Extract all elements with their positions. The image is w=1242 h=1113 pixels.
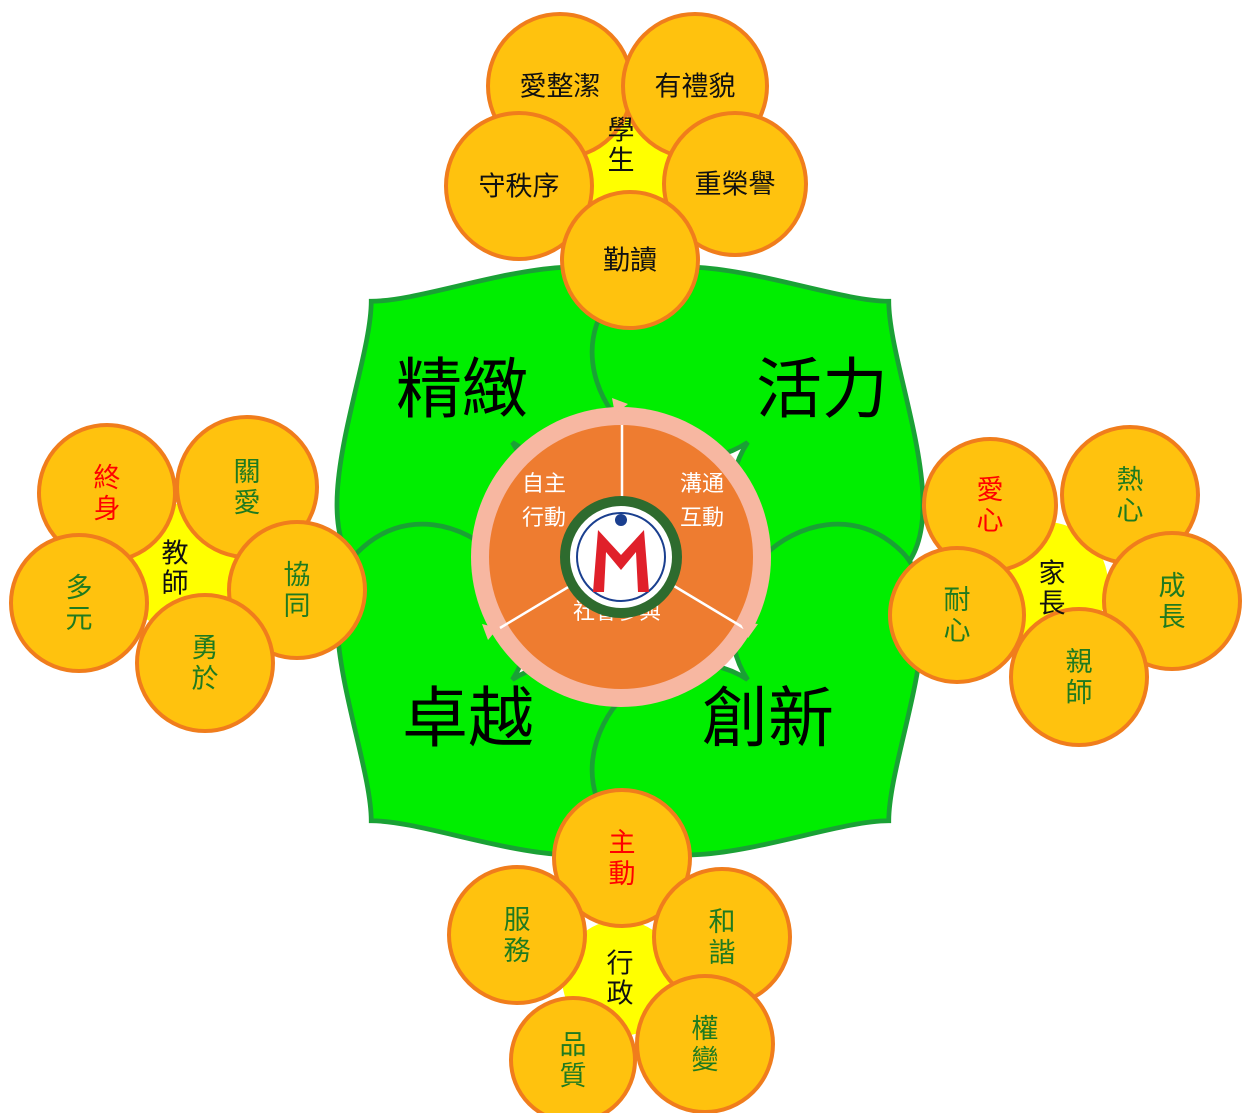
petal-label-parent-3: 成長	[1159, 571, 1186, 633]
petal-label-admin-0: 主動	[609, 828, 636, 890]
flower-center-label-admin: 行政	[607, 949, 634, 1010]
hub-arrow-icon-0	[612, 398, 628, 414]
petal-label-teacher-3: 協同	[284, 560, 311, 622]
petal-parent-2	[888, 546, 1026, 684]
petal-teacher-2	[9, 533, 149, 673]
petal-label-parent-2: 耐心	[944, 585, 971, 647]
petal-admin-0	[552, 788, 692, 928]
petal-label-parent-4: 親師	[1066, 647, 1093, 709]
leaf-label-top-right: 活力	[756, 351, 888, 428]
petal-label-admin-4: 權變	[692, 1014, 719, 1076]
hub-arrow-icon-2	[482, 624, 498, 640]
hub-divider-2	[663, 578, 745, 630]
petal-admin-4	[635, 974, 775, 1113]
hub-segment-label-1: 溝通互動	[680, 472, 724, 531]
school-logo-icon	[560, 496, 682, 618]
petal-label-admin-1: 服務	[504, 905, 531, 967]
petal-admin-1	[447, 865, 587, 1005]
flower-center-label-teacher: 教師	[162, 539, 189, 600]
center-hub: 自主行動溝通互動社會參與	[471, 398, 771, 707]
petal-label-student-4: 勤讀	[603, 246, 657, 277]
hub-divider-1	[499, 578, 581, 630]
petal-label-parent-1: 熱心	[1117, 465, 1144, 527]
petal-teacher-4	[135, 593, 275, 733]
petal-label-parent-0: 愛心	[977, 475, 1004, 537]
petal-student-3	[662, 111, 808, 257]
petal-label-teacher-2: 多元	[66, 573, 93, 635]
leaf-label-bottom-left: 卓越	[402, 680, 534, 757]
hub-arrow-icon-1	[740, 622, 758, 638]
flower-center-label-parent: 家長	[1039, 559, 1066, 620]
petal-parent-4	[1009, 607, 1149, 747]
petal-label-admin-2: 和諧	[709, 907, 736, 969]
petal-label-teacher-0: 終身	[94, 463, 121, 525]
leaf-label-top-left: 精緻	[396, 351, 528, 428]
petal-parent-3	[1102, 531, 1242, 671]
petal-label-teacher-1: 關愛	[234, 457, 261, 519]
petal-label-student-3: 重榮譽	[695, 170, 776, 201]
leaf-label-bottom-right: 創新	[702, 680, 834, 757]
petal-admin-3	[509, 996, 637, 1113]
petal-label-teacher-4: 勇於	[192, 633, 219, 695]
petal-label-student-2: 守秩序	[479, 172, 560, 203]
logo-m-mark	[593, 530, 649, 592]
hub-segment-label-0: 自主行動	[522, 472, 566, 531]
flower-center-label-student: 學生	[608, 116, 635, 177]
petal-label-student-0: 愛整潔	[520, 72, 601, 103]
petal-student-4	[560, 190, 700, 330]
petal-student-2	[444, 111, 594, 261]
petal-label-student-1: 有禮貌	[655, 72, 736, 103]
logo-dot	[615, 514, 627, 526]
petal-label-admin-3: 品質	[560, 1030, 587, 1092]
